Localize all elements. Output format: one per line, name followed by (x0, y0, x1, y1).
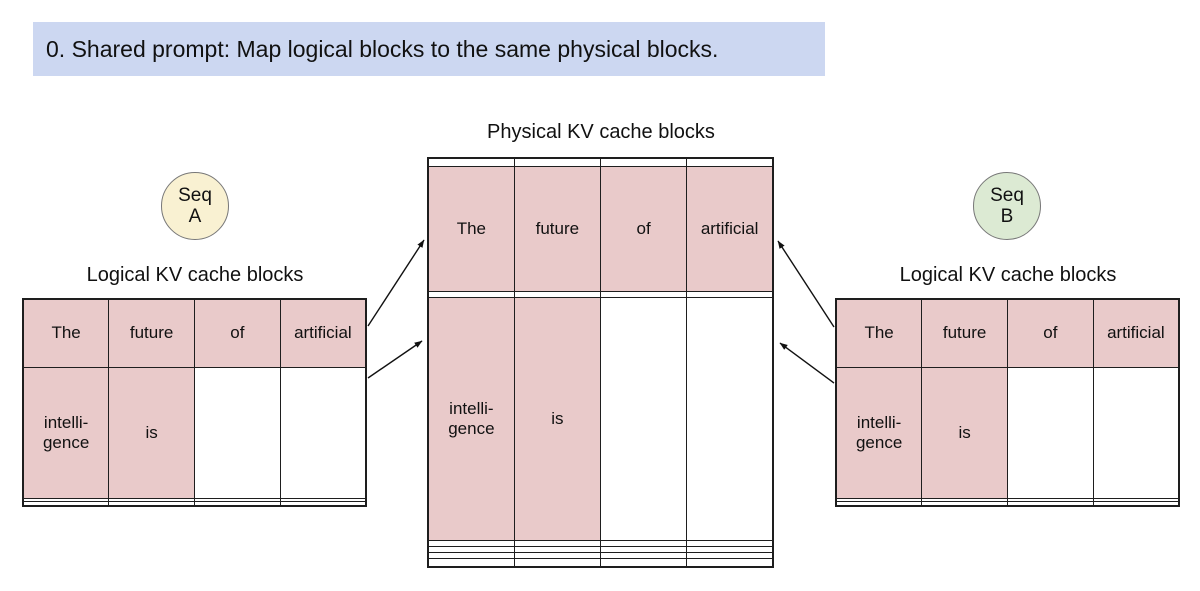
token-cell: of (599, 166, 688, 292)
empty-cell (686, 557, 774, 568)
empty-cell (1092, 366, 1180, 499)
empty-cell (279, 366, 367, 499)
title-banner: 0. Shared prompt: Map logical blocks to … (33, 22, 825, 76)
token-cell: intelli- gence (835, 366, 923, 499)
token-cell: future (921, 298, 1008, 368)
seq-b-badge: Seq B (973, 172, 1041, 240)
table-row (22, 500, 367, 507)
token-cell: intelli- gence (22, 366, 110, 499)
empty-cell (1092, 500, 1180, 507)
arrow-seq-a-block1-to-physical-block3 (367, 340, 423, 379)
empty-cell (194, 366, 281, 499)
empty-cell (427, 157, 515, 168)
token-cell: artificial (1092, 298, 1180, 368)
empty-cell (835, 500, 923, 507)
empty-cell (427, 557, 515, 568)
empty-cell (599, 296, 688, 541)
arrow-seq-b-block0-to-physical-block1 (777, 240, 835, 328)
empty-cell (279, 500, 367, 507)
token-cell: is (108, 366, 195, 499)
token-cell: is (921, 366, 1008, 499)
arrow-seq-a-block0-to-physical-block1 (367, 239, 425, 327)
token-cell: artificial (686, 166, 774, 292)
empty-cell (108, 497, 195, 502)
arrow-seq-b-block1-to-physical-block3 (779, 342, 835, 384)
seq-a-badge: Seq A (161, 172, 229, 240)
table-row (835, 497, 1180, 502)
empty-cell (599, 557, 688, 568)
empty-cell (108, 500, 195, 507)
physical-table-title: Physical KV cache blocks (487, 121, 715, 143)
empty-cell (1007, 500, 1094, 507)
token-cell: artificial (279, 298, 367, 368)
empty-cell (513, 557, 602, 568)
table-row (427, 157, 774, 168)
table-row (427, 557, 774, 568)
empty-cell (513, 157, 602, 168)
token-cell: The (835, 298, 923, 368)
logical-a-title: Logical KV cache blocks (86, 264, 304, 286)
table-row (22, 497, 367, 502)
banner-text: 0. Shared prompt: Map logical blocks to … (46, 35, 719, 62)
empty-cell (194, 500, 281, 507)
empty-cell (1092, 497, 1180, 502)
empty-cell (686, 157, 774, 168)
token-cell: future (108, 298, 195, 368)
logical-b-title: Logical KV cache blocks (899, 264, 1117, 286)
token-cell: intelli- gence (427, 296, 515, 541)
empty-cell (22, 500, 110, 507)
token-cell: The (427, 166, 515, 292)
token-cell: of (194, 298, 281, 368)
empty-cell (279, 497, 367, 502)
token-cell: future (513, 166, 602, 292)
empty-cell (921, 500, 1008, 507)
token-cell: is (513, 296, 602, 541)
table-row (835, 500, 1180, 507)
empty-cell (599, 157, 688, 168)
token-cell: of (1007, 298, 1094, 368)
empty-cell (1007, 366, 1094, 499)
token-cell: The (22, 298, 110, 368)
empty-cell (686, 296, 774, 541)
